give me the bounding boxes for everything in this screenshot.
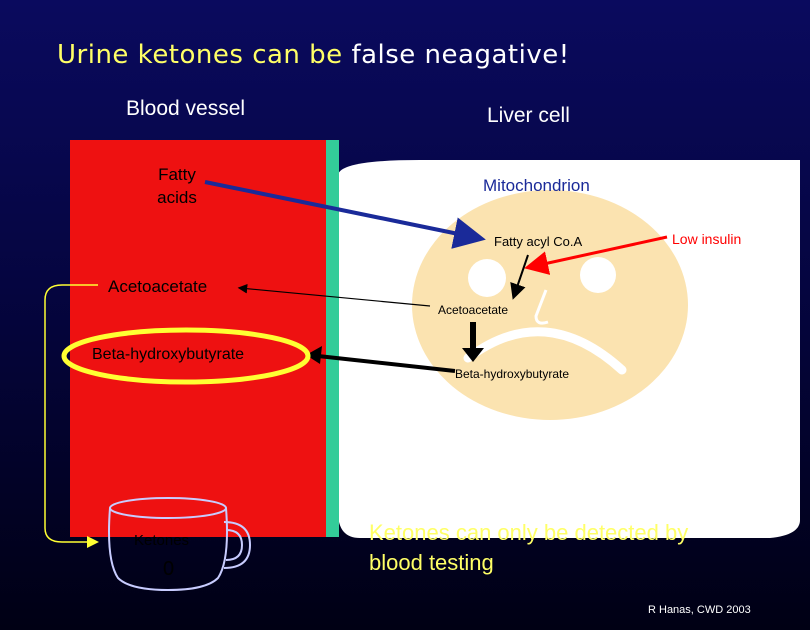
fatty-acids-line2: acids [157, 188, 197, 207]
mitochondrion-label: Mitochondrion [483, 176, 590, 195]
mito-left-eye [468, 259, 506, 297]
key-message-line1: Ketones can only be detected by [369, 520, 689, 545]
low-insulin-label: Low insulin [672, 231, 742, 247]
bhb-liver-label: Beta-hydroxybutyrate [455, 367, 570, 381]
bhb-highlight-ellipse [61, 327, 311, 385]
fatty-acids-label: Fatty acids [152, 163, 202, 209]
fatty-acid-arrow [204, 180, 486, 249]
bhb-export-arrowhead [306, 346, 322, 364]
acyl-coa-arrow [510, 254, 529, 300]
title-part-2: false neagative! [351, 40, 570, 70]
credit: R Hanas, CWD 2003 [648, 604, 751, 616]
cell-membrane [326, 140, 339, 537]
urine-cup [108, 497, 252, 592]
ketones-label: Ketones [134, 532, 190, 549]
acetoacetate-liver-label: Acetoacetate [438, 303, 509, 317]
urine-flow-line [44, 284, 99, 548]
mito-mouth [463, 327, 627, 375]
ketones-value: 0 [163, 558, 175, 580]
key-message-line2: blood testing [369, 550, 494, 575]
blood-vessel-heading: Blood vessel [126, 97, 246, 120]
bhb-export-arrow [317, 354, 456, 373]
title-part-1: Urine ketones can be [57, 40, 343, 70]
key-message: Ketones can only be detected by blood te… [369, 518, 688, 578]
fatty-acyl-coa-label: Fatty acyl Co.A [494, 234, 583, 249]
mito-right-eye [580, 257, 616, 293]
bhb-blood-label: Beta-hydroxybutyrate [92, 346, 245, 363]
acetoacetate-blood-label: Acetoacetate [108, 277, 208, 296]
slide-title: Urine ketones can be false neagative! [57, 40, 570, 70]
low-insulin-arrow [524, 235, 668, 275]
liver-cell-heading: Liver cell [487, 104, 570, 127]
mito-nose [534, 289, 549, 325]
fatty-acids-line1: Fatty [158, 165, 196, 184]
acetoacetate-export-arrow [237, 283, 431, 307]
conversion-arrowhead [462, 348, 484, 362]
